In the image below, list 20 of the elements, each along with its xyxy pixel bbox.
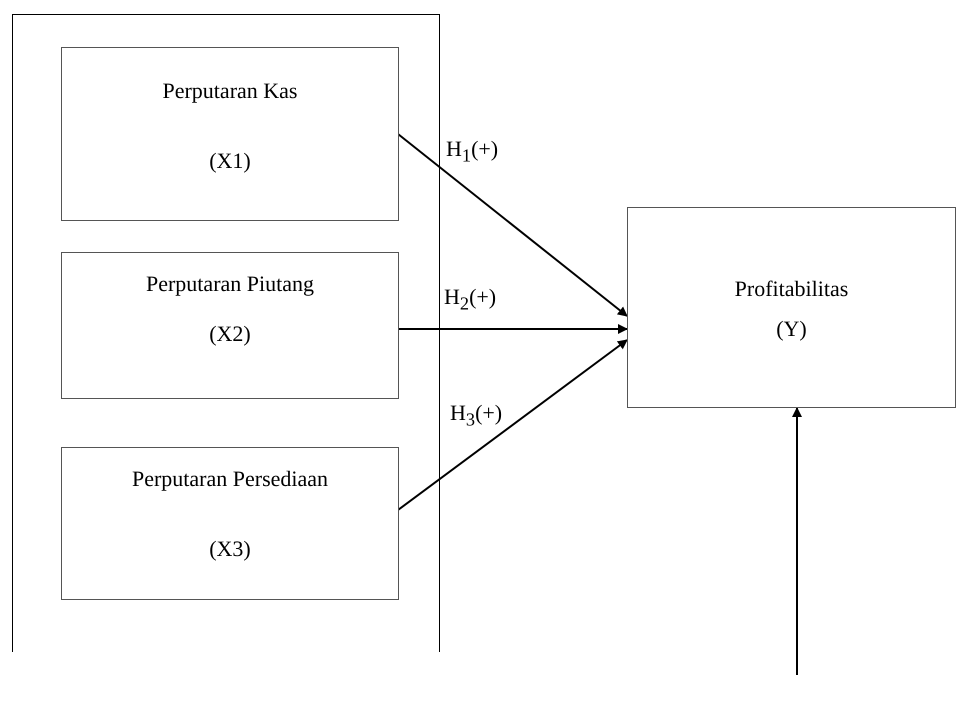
edge-label: H$_{2}$(+): [444, 284, 496, 314]
arrow: [397, 339, 628, 511]
variable-box: [61, 447, 399, 600]
variable-code: (X3): [208, 536, 252, 562]
variable-box: [61, 252, 399, 399]
arrow: [398, 324, 628, 334]
variable-name: Profitabilitas: [734, 276, 850, 302]
arrow: [397, 133, 628, 317]
arrow: [792, 407, 802, 675]
variable-name: Perputaran Persediaan: [130, 466, 330, 492]
group-frame: [12, 14, 440, 652]
variable-name: Perputaran Kas: [161, 78, 298, 104]
edge-label: H$_{3}$(+): [450, 400, 502, 430]
variable-code: (X2): [208, 321, 252, 347]
variable-box: [61, 47, 399, 221]
variable-name: Perputaran Piutang: [144, 271, 316, 297]
variable-box: [627, 207, 956, 408]
variable-code: (X1): [208, 148, 252, 174]
edge-label: H$_{1}$(+): [446, 136, 498, 166]
variable-code: (Y): [775, 316, 808, 342]
